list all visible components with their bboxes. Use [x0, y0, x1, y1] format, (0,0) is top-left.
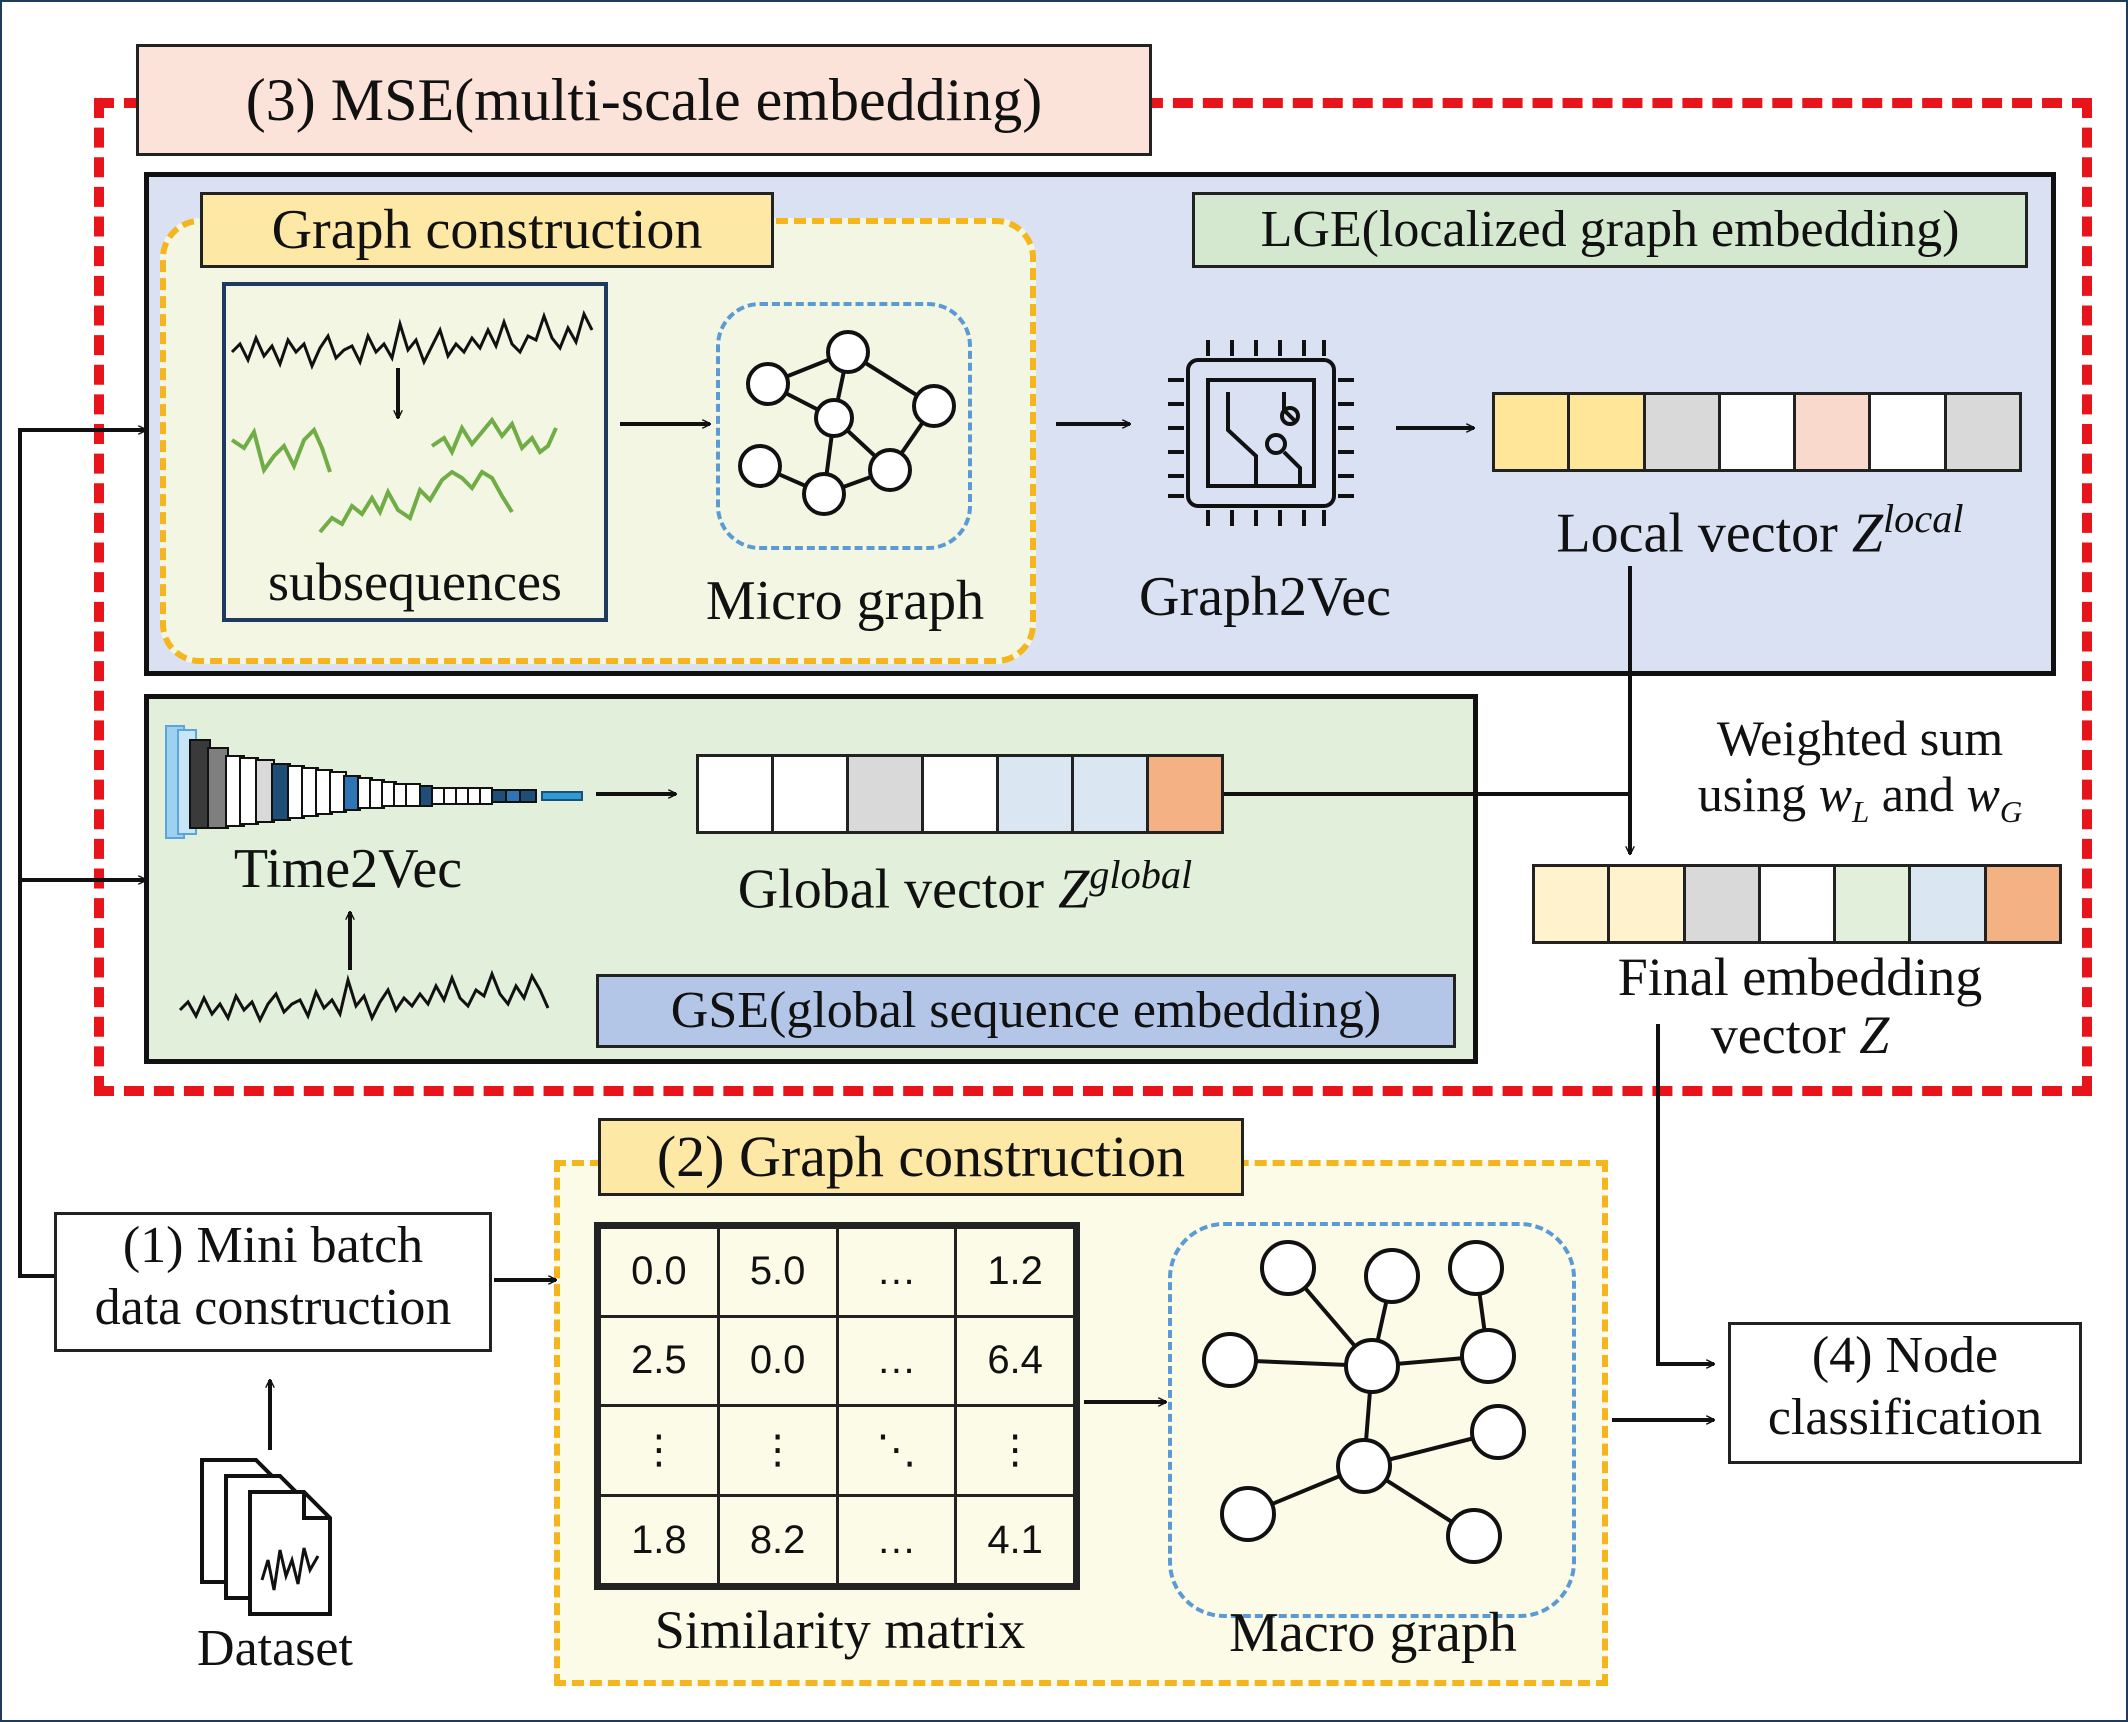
matrix-cell: 5.0	[716, 1226, 839, 1318]
micro-graph-construction-title: Graph construction	[200, 192, 774, 268]
matrix-cell: ⋱	[835, 1403, 958, 1498]
mini-batch-line2: data construction	[94, 1279, 452, 1336]
global-vector-sup: global	[1089, 852, 1193, 897]
vector-cell	[849, 757, 924, 831]
local-vector	[1492, 392, 2022, 472]
vector-cell	[1685, 867, 1761, 941]
vector-cell	[999, 757, 1074, 831]
similarity-matrix-label: Similarity matrix	[654, 1600, 1026, 1660]
matrix-cell: …	[835, 1226, 958, 1318]
matrix-cell: 1.2	[954, 1226, 1076, 1318]
vector-cell	[1535, 867, 1611, 941]
vector-cell	[1570, 395, 1646, 469]
vector-cell	[1074, 757, 1149, 831]
local-vector-symbol: Z	[1851, 502, 1883, 565]
dataset-label: Dataset	[197, 1620, 353, 1677]
final-embedding-line2: vector Z	[1560, 1006, 2040, 1064]
chip-icon	[1168, 340, 1354, 526]
mini-batch-box: (1) Mini batch data construction	[54, 1212, 492, 1352]
lge-title: LGE(localized graph embedding)	[1192, 192, 2028, 268]
vector-cell	[1610, 867, 1686, 941]
gse-title: GSE(global sequence embedding)	[596, 974, 1456, 1048]
node-classification-box: (4) Node classification	[1728, 1322, 2082, 1464]
vector-word: vector	[1710, 1005, 1846, 1065]
local-vector-caption: Local vector Zlocal	[1480, 486, 2040, 567]
vector-cell	[1645, 395, 1721, 469]
mse-title: (3) MSE(multi-scale embedding)	[136, 44, 1152, 156]
matrix-cell: 4.1	[954, 1494, 1076, 1586]
matrix-cell: ⋮	[954, 1403, 1076, 1498]
graph2vec-label: Graph2Vec	[1139, 566, 1391, 628]
vector-cell	[774, 757, 849, 831]
weighted-sum-line1: Weighted sum	[1716, 710, 2004, 766]
matrix-cell: …	[835, 1314, 958, 1407]
vector-cell	[1946, 395, 2019, 469]
dataset-documents-icon	[200, 1458, 332, 1616]
time2vec-label: Time2Vec	[233, 838, 463, 900]
macro-graph-panel	[1168, 1222, 1576, 1618]
vector-cell	[1871, 395, 1947, 469]
vector-cell	[1911, 867, 1987, 941]
matrix-cell: 0.0	[716, 1314, 839, 1407]
w-l-symbol: w	[1818, 766, 1852, 822]
macro-graph-label: Macro graph	[1229, 1602, 1517, 1664]
subsequences-label: subsequences	[268, 552, 562, 612]
vector-cell	[1495, 395, 1571, 469]
w-l-subscript: L	[1852, 794, 1870, 829]
step2-title: (2) Graph construction	[598, 1118, 1244, 1196]
mini-batch-line1: (1) Mini batch	[122, 1217, 424, 1274]
w-g-subscript: G	[1999, 794, 2023, 829]
micro-graph-label: Micro graph	[705, 570, 985, 632]
matrix-cell: ⋮	[598, 1403, 720, 1498]
vector-cell	[1986, 867, 2059, 941]
arrow-to-lge	[18, 430, 146, 1278]
similarity-matrix: 0.0 5.0 … 1.2 2.5 0.0 … 6.4 ⋮ ⋮ ⋱ ⋮ 1.8 …	[594, 1222, 1080, 1590]
final-embedding-caption: Final embedding vector Z	[1560, 948, 2040, 1064]
micro-graph-panel	[716, 302, 972, 550]
micro-graph	[738, 330, 956, 516]
local-vector-sup: local	[1882, 496, 1964, 541]
matrix-cell: 0.0	[598, 1226, 720, 1318]
final-embedding-vector	[1532, 864, 2062, 944]
weighted-sum-label: Weighted sum using wL and wG	[1650, 710, 2070, 840]
subsequence-wave	[318, 469, 514, 534]
vector-cell	[1760, 867, 1837, 941]
subsequence-wave	[430, 416, 558, 457]
vector-cell	[1796, 395, 1872, 469]
final-embedding-line1: Final embedding	[1617, 947, 1983, 1007]
matrix-cell: ⋮	[716, 1403, 839, 1498]
local-vector-label: Local vector	[1556, 502, 1838, 565]
global-vector-caption: Global vector Zglobal	[680, 842, 1250, 923]
global-vector-symbol: Z	[1058, 858, 1090, 921]
vector-cell	[1720, 395, 1797, 469]
global-vector	[696, 754, 1224, 834]
final-symbol: Z	[1859, 1005, 1890, 1065]
macro-graph	[1202, 1240, 1526, 1564]
matrix-cell: 1.8	[598, 1494, 720, 1586]
matrix-cell: …	[835, 1494, 958, 1586]
w-g-symbol: w	[1966, 766, 2000, 822]
cnn-layers-icon	[165, 725, 583, 839]
and-word: and	[1881, 766, 1954, 822]
vector-cell	[699, 757, 774, 831]
matrix-cell: 8.2	[716, 1494, 839, 1586]
arrow-final-to-classification	[1656, 1024, 1714, 1364]
matrix-cell: 6.4	[954, 1314, 1076, 1407]
subsequence-wave	[230, 426, 332, 475]
vector-cell	[1836, 867, 1912, 941]
weighted-sum-line2: using wL and wG	[1650, 766, 2070, 840]
vector-cell	[1149, 757, 1221, 831]
node-classification-line1: (4) Node	[1811, 1327, 1999, 1384]
input-sequence-wave	[178, 969, 550, 1024]
using-word: using	[1697, 766, 1807, 822]
vector-cell	[924, 757, 999, 831]
time-series-wave	[230, 309, 594, 371]
node-classification-line2: classification	[1767, 1389, 2043, 1446]
matrix-cell: 2.5	[598, 1314, 720, 1407]
global-vector-label: Global vector	[737, 858, 1045, 921]
